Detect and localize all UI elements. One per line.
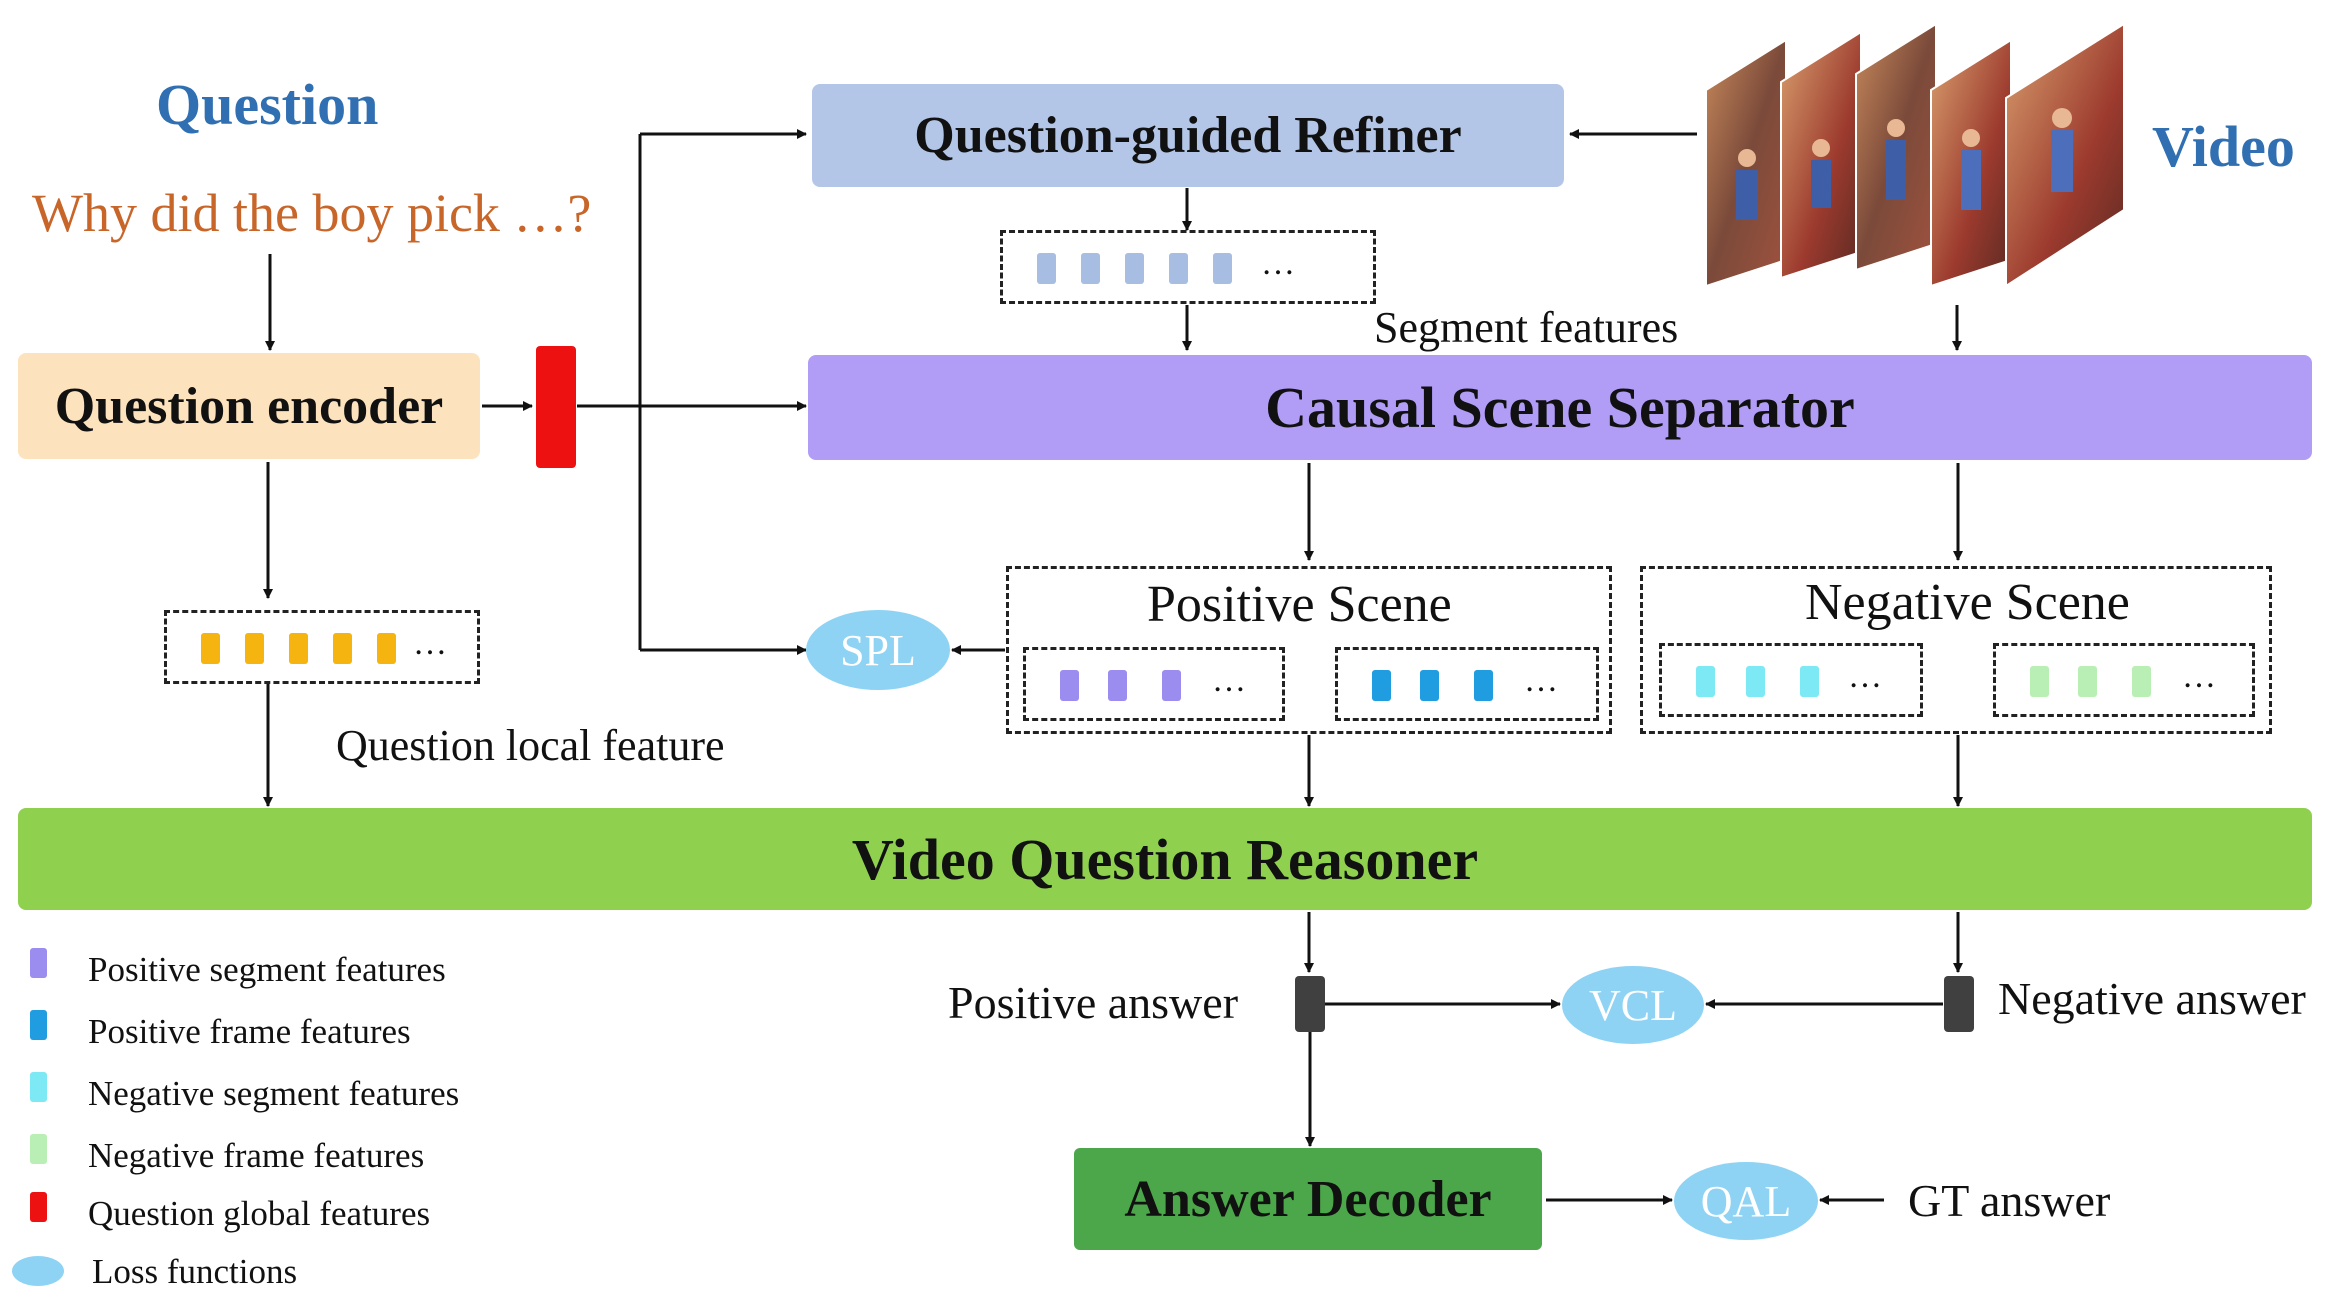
video-frames-stack-icon xyxy=(1705,20,2125,288)
positive-scene-label: Positive Scene xyxy=(1147,576,1452,633)
segment-features-group: … xyxy=(1000,230,1376,304)
positive-answer-label: Positive answer xyxy=(948,977,1239,1028)
segment-feature-chip xyxy=(1169,253,1188,284)
positive-scene-group: Positive Scene … … xyxy=(1006,566,1612,734)
ellipsis: … xyxy=(1261,245,1295,282)
ellipsis: … xyxy=(1212,662,1246,699)
positive-segment-features-group: … xyxy=(1023,647,1285,721)
ellipsis: … xyxy=(1524,662,1558,699)
negative-answer-node xyxy=(1944,976,1974,1032)
segment-feature-chip xyxy=(1081,253,1100,284)
positive-frame-features-group: … xyxy=(1335,647,1599,721)
question-heading: Question xyxy=(156,72,379,137)
answer-decoder-box: Answer Decoder xyxy=(1074,1148,1542,1250)
legend: Positive segment features Positive frame… xyxy=(0,940,560,1300)
question-encoder-box: Question encoder xyxy=(18,353,480,459)
legend-loss-functions-label: Loss functions xyxy=(92,1252,298,1291)
question-local-chip xyxy=(333,633,352,664)
question-local-chip xyxy=(201,633,220,664)
legend-positive-frame-label: Positive frame features xyxy=(88,1012,411,1051)
question-local-chip xyxy=(289,633,308,664)
negative-segment-chip xyxy=(1746,666,1765,697)
ellipsis: … xyxy=(413,625,447,662)
positive-frame-chip xyxy=(1420,670,1439,701)
negative-answer-label: Negative answer xyxy=(1998,973,2306,1024)
segment-feature-chip xyxy=(1125,253,1144,284)
question-local-feature-group: … xyxy=(164,610,480,684)
question-local-feature-label: Question local feature xyxy=(336,721,725,770)
video-question-reasoner-box: Video Question Reasoner xyxy=(18,808,2312,910)
causal-scene-separator-box: Causal Scene Separator xyxy=(808,355,2312,460)
negative-frame-chip xyxy=(2132,666,2151,697)
positive-answer-node xyxy=(1295,976,1325,1032)
ellipsis: … xyxy=(2182,658,2216,695)
negative-scene-group: Negative Scene … … xyxy=(1640,566,2272,734)
legend-question-global-label: Question global features xyxy=(88,1194,431,1233)
segment-feature-chip xyxy=(1037,253,1056,284)
ellipsis: … xyxy=(1848,658,1882,695)
positive-segment-chip xyxy=(1108,670,1127,701)
legend-question-global-icon xyxy=(30,1192,47,1222)
negative-frame-chip xyxy=(2078,666,2097,697)
legend-positive-segment-label: Positive segment features xyxy=(88,950,446,989)
positive-segment-chip xyxy=(1162,670,1181,701)
question-local-chip xyxy=(245,633,264,664)
question-example: Why did the boy pick …? xyxy=(32,183,592,243)
negative-segment-chip xyxy=(1696,666,1715,697)
legend-negative-segment-label: Negative segment features xyxy=(88,1074,460,1113)
spl-loss: SPL xyxy=(806,610,950,690)
negative-scene-label: Negative Scene xyxy=(1805,574,2130,631)
question-global-feature xyxy=(536,346,576,468)
vcl-loss: VCL xyxy=(1562,966,1704,1044)
segment-feature-chip xyxy=(1213,253,1232,284)
legend-positive-segment-icon xyxy=(30,948,47,978)
negative-frame-features-group: … xyxy=(1993,643,2255,717)
legend-loss-functions-icon xyxy=(12,1256,64,1286)
negative-segment-chip xyxy=(1800,666,1819,697)
positive-frame-chip xyxy=(1474,670,1493,701)
segment-features-label: Segment features xyxy=(1374,303,1679,352)
negative-frame-chip xyxy=(2030,666,2049,697)
positive-segment-chip xyxy=(1060,670,1079,701)
legend-negative-frame-icon xyxy=(30,1134,47,1164)
question-guided-refiner-box: Question-guided Refiner xyxy=(812,84,1564,187)
qal-loss: QAL xyxy=(1674,1162,1818,1240)
question-local-chip xyxy=(377,633,396,664)
legend-negative-frame-label: Negative frame features xyxy=(88,1136,425,1175)
video-heading: Video xyxy=(2152,114,2295,179)
negative-segment-features-group: … xyxy=(1659,643,1923,717)
legend-positive-frame-icon xyxy=(30,1010,47,1040)
legend-negative-segment-icon xyxy=(30,1072,47,1102)
gt-answer-label: GT answer xyxy=(1908,1175,2111,1226)
positive-frame-chip xyxy=(1372,670,1391,701)
